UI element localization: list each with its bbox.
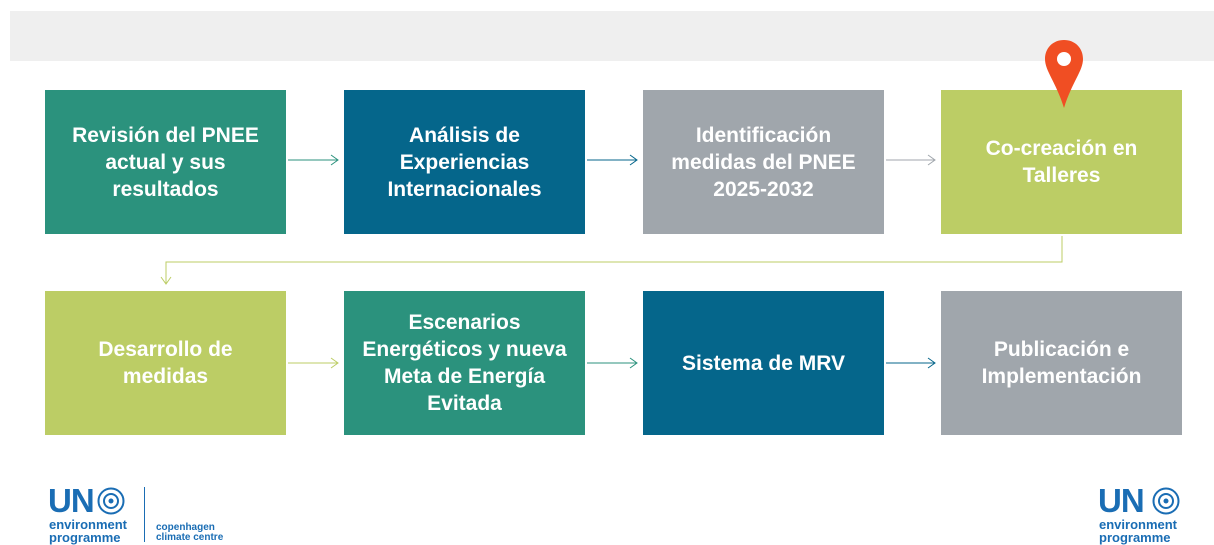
unep-line-2: programme xyxy=(49,530,121,545)
step-2-label: Análisis de Experiencias Internacionales xyxy=(387,123,542,201)
arrow-5-6 xyxy=(288,357,339,369)
unep-copenhagen-logo: UN environment programme copenhagen clim… xyxy=(48,484,248,544)
un-emblem-icon xyxy=(97,487,125,515)
partner-line-1: copenhagen xyxy=(156,522,215,533)
step-1-box: Revisión del PNEE actual y sus resultado… xyxy=(45,90,286,234)
step-7-label: Sistema de MRV xyxy=(681,351,845,375)
arrow-1-2 xyxy=(288,154,339,166)
step-3-label: Identificación medidas del PNEE 2025-203… xyxy=(671,123,856,201)
arrow-7-8 xyxy=(886,357,936,369)
un-wordmark: UN xyxy=(48,482,95,519)
un-wordmark: UN xyxy=(1098,482,1145,519)
step-4-box: Co-creación en Talleres xyxy=(941,90,1182,234)
unep-line-1: environment xyxy=(49,517,128,532)
step-3-box: Identificación medidas del PNEE 2025-203… xyxy=(643,90,884,234)
arrow-2-3 xyxy=(587,154,638,166)
step-8-label: Publicación e Implementación xyxy=(981,338,1142,388)
arrow-6-7 xyxy=(587,357,638,369)
partner-line-2: climate centre xyxy=(156,532,224,543)
unep-line-1: environment xyxy=(1099,517,1178,532)
header-bar xyxy=(10,11,1214,61)
step-7-box: Sistema de MRV xyxy=(643,291,884,435)
step-4-label: Co-creación en Talleres xyxy=(985,137,1138,187)
step-1-label: Revisión del PNEE actual y sus resultado… xyxy=(72,123,259,201)
arrow-4-5 xyxy=(160,236,1063,285)
arrow-3-4 xyxy=(886,154,936,166)
step-6-label: Escenarios Energéticos y nueva Meta de E… xyxy=(362,311,567,415)
location-pin-icon xyxy=(1045,40,1083,108)
un-emblem-icon xyxy=(1152,487,1180,515)
step-6-box: Escenarios Energéticos y nueva Meta de E… xyxy=(344,291,585,435)
step-5-label: Desarrollo de medidas xyxy=(98,338,233,388)
logo-divider xyxy=(144,487,145,542)
step-5-box: Desarrollo de medidas xyxy=(45,291,286,435)
step-8-box: Publicación e Implementación xyxy=(941,291,1182,435)
unep-line-2: programme xyxy=(1099,530,1171,545)
unep-logo: UN environment programme xyxy=(1098,484,1208,544)
step-2-box: Análisis de Experiencias Internacionales xyxy=(344,90,585,234)
